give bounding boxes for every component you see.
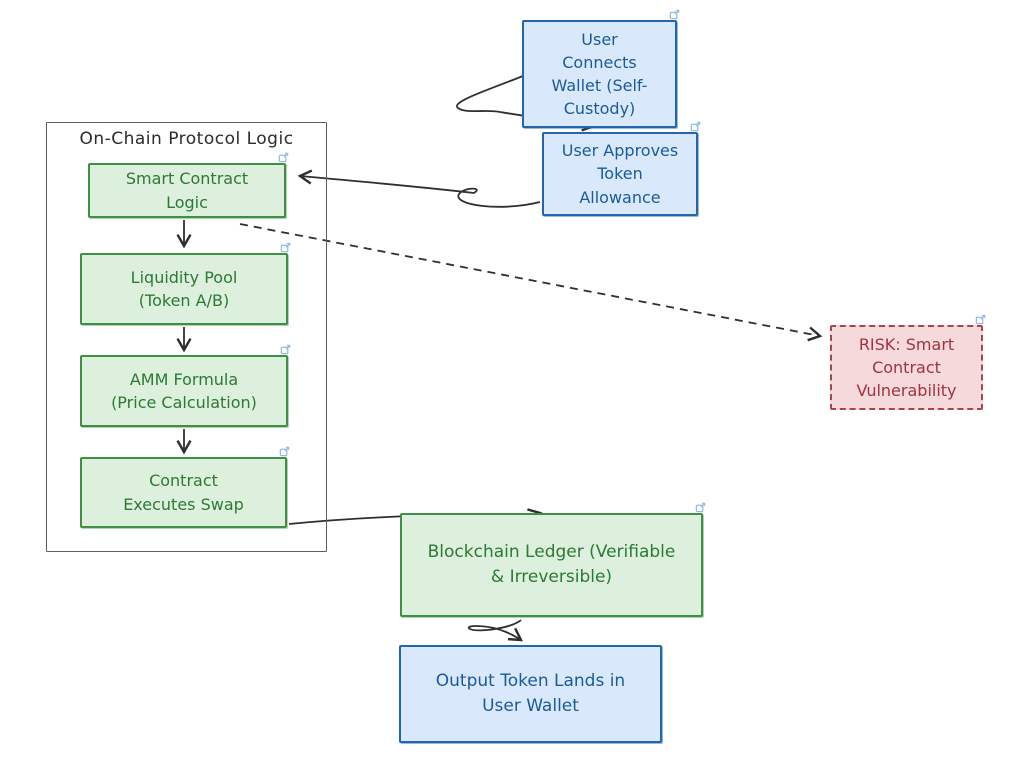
arrow-ledger-to-output [467,619,524,642]
node-label: User Connects Wallet (Self- Custody) [551,29,648,119]
external-link-icon[interactable] [279,446,290,457]
node-label: AMM Formula (Price Calculation) [111,369,257,412]
node-contract-executes-swap[interactable]: Contract Executes Swap [80,446,290,528]
node-label: Liquidity Pool (Token A/B) [130,267,238,310]
node-user-approves-allowance[interactable]: User Approves Token Allowance [542,121,701,216]
group-on-chain-protocol-logic[interactable]: On-Chain Protocol Logic [46,122,327,552]
group-title: On-Chain Protocol Logic [79,129,294,149]
node-label: Smart Contract Logic [125,169,249,212]
node-label: Output Token Lands in User Wallet [435,671,626,716]
node-label: RISK: Smart Contract Vulnerability [856,334,957,401]
external-link-icon[interactable] [695,502,706,513]
node-blockchain-ledger[interactable]: Blockchain Ledger (Verifiable & Irrevers… [400,502,706,617]
node-smart-contract-logic[interactable]: Smart Contract Logic [88,152,289,218]
node-user-connects-wallet[interactable]: User Connects Wallet (Self- Custody) [522,9,680,128]
node-output-token-user-wallet[interactable]: Output Token Lands in User Wallet [399,645,662,743]
arrow-approves-to-smart-contract [297,169,541,208]
node-risk-smart-contract-vulnerability[interactable]: RISK: Smart Contract Vulnerability [830,314,986,410]
arrow-smart-contract-to-risk [239,223,823,342]
node-label: Blockchain Ledger (Verifiable & Irrevers… [427,542,676,587]
external-link-icon[interactable] [280,242,291,253]
node-liquidity-pool[interactable]: Liquidity Pool (Token A/B) [80,242,291,325]
node-label: Contract Executes Swap [123,471,244,514]
external-link-icon[interactable] [975,314,986,325]
external-link-icon[interactable] [280,344,291,355]
external-link-icon[interactable] [690,121,701,132]
external-link-icon[interactable] [669,9,680,20]
node-amm-formula[interactable]: AMM Formula (Price Calculation) [80,344,291,427]
external-link-icon[interactable] [278,152,289,163]
node-label: User Approves Token Allowance [561,141,679,207]
